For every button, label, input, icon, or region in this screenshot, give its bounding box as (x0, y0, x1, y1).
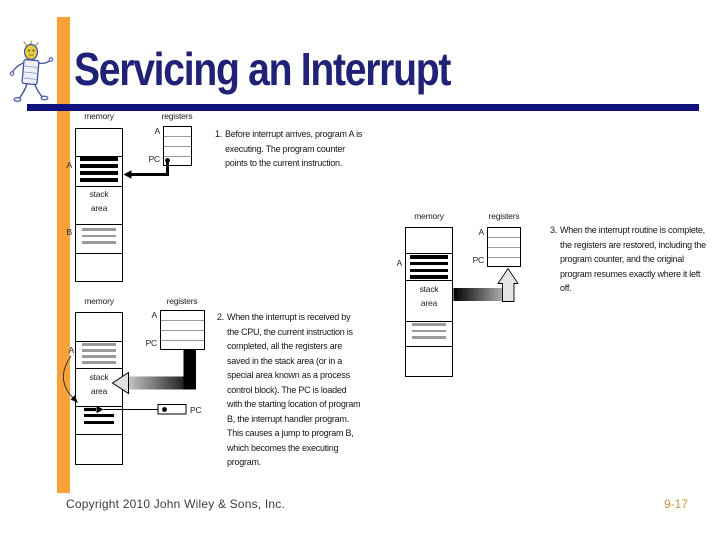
memory-label-1: memory (84, 111, 114, 121)
pc-to-program-a-arrowhead (123, 170, 132, 179)
saved-program-b-lines-3 (412, 323, 446, 339)
robot-clipart-icon (9, 40, 54, 102)
program-b-code-lines-1 (82, 228, 116, 244)
registers-label-3: registers (488, 211, 520, 221)
pc-value-box (157, 404, 187, 415)
memory-box-1 (75, 128, 123, 282)
program-a-label-1: A (66, 160, 73, 170)
program-b-code-lines-2 (84, 414, 114, 424)
pc-value-dot (162, 407, 167, 412)
memory-divider (76, 368, 122, 369)
registers-to-stack-arrow-shaft (127, 376, 196, 390)
registers-label-1: registers (161, 111, 193, 121)
memory-label-3: memory (414, 211, 444, 221)
memory-divider (76, 434, 122, 435)
memory-divider (76, 341, 122, 342)
stack-area-label-3: stack area (419, 284, 439, 308)
stack-to-registers-arrow-shaft (453, 288, 515, 301)
stack-to-registers-up-arrow (497, 267, 519, 302)
caption-step-1: 1. Before interrupt arrives, program A i… (215, 127, 393, 171)
registers-box-3 (487, 227, 521, 267)
pc-label-3: PC (472, 255, 485, 265)
footer-copyright: Copyright 2010 John Wiley & Sons, Inc. (66, 497, 286, 511)
memory-divider (406, 321, 452, 322)
register-row-divider (164, 156, 191, 157)
caption-3-text: When the interrupt routine is complete, … (560, 225, 706, 293)
accent-vertical-bar (57, 17, 70, 493)
caption-2-number: 2. (217, 312, 225, 322)
program-a-label-2: A (68, 345, 75, 355)
register-a-label-3: A (478, 227, 485, 237)
register-row-divider (161, 320, 204, 321)
caption-1-number: 1. (215, 129, 223, 139)
memory-divider (76, 253, 122, 254)
memory-divider (406, 253, 452, 254)
register-row-divider (164, 146, 191, 147)
register-row-divider (161, 330, 204, 331)
memory-divider (76, 156, 122, 157)
title-underline-rule (27, 104, 699, 111)
registers-box-2 (160, 310, 205, 350)
register-a-label-1: A (154, 126, 161, 136)
registers-box-1 (163, 126, 192, 166)
caption-step-2: 2. When the interrupt is received by the… (217, 310, 389, 470)
registers-to-stack-arrow-vertical (183, 349, 196, 390)
register-row-divider (164, 136, 191, 137)
pc-label-1: PC (148, 154, 161, 164)
register-a-label-2: A (151, 310, 158, 320)
caption-1-text: Before interrupt arrives, program A is e… (225, 129, 363, 168)
caption-3-number: 3. (550, 225, 558, 235)
caption-step-3: 3. When the interrupt routine is complet… (550, 223, 718, 296)
program-a-label-3: A (396, 258, 403, 268)
pc-label-2: PC (145, 338, 158, 348)
pc-value-box-label-2: PC (190, 405, 202, 415)
program-b-label-1: B (66, 227, 73, 237)
caption-2-text: When the interrupt is received by the CP… (227, 312, 361, 467)
registers-label-2: registers (166, 296, 198, 306)
stack-area-label-2: stack area (89, 372, 109, 396)
register-row-divider (488, 257, 520, 258)
footer-page-number: 9-17 (663, 497, 688, 511)
register-row-divider (488, 237, 520, 238)
program-a-code-lines-1 (80, 157, 118, 182)
stack-area-label-1: stack area (89, 189, 109, 213)
memory-divider (406, 280, 452, 281)
program-a-code-lines-2 (82, 343, 116, 364)
register-row-divider (161, 340, 204, 341)
memory-divider (76, 224, 122, 225)
page-title: Servicing an Interrupt (74, 43, 451, 95)
memory-label-2: memory (84, 296, 114, 306)
memory-divider (76, 406, 122, 407)
memory-divider (406, 346, 452, 347)
memory-box-3 (405, 227, 453, 377)
register-row-divider (488, 247, 520, 248)
program-a-code-lines-3 (410, 255, 448, 279)
memory-divider (76, 186, 122, 187)
